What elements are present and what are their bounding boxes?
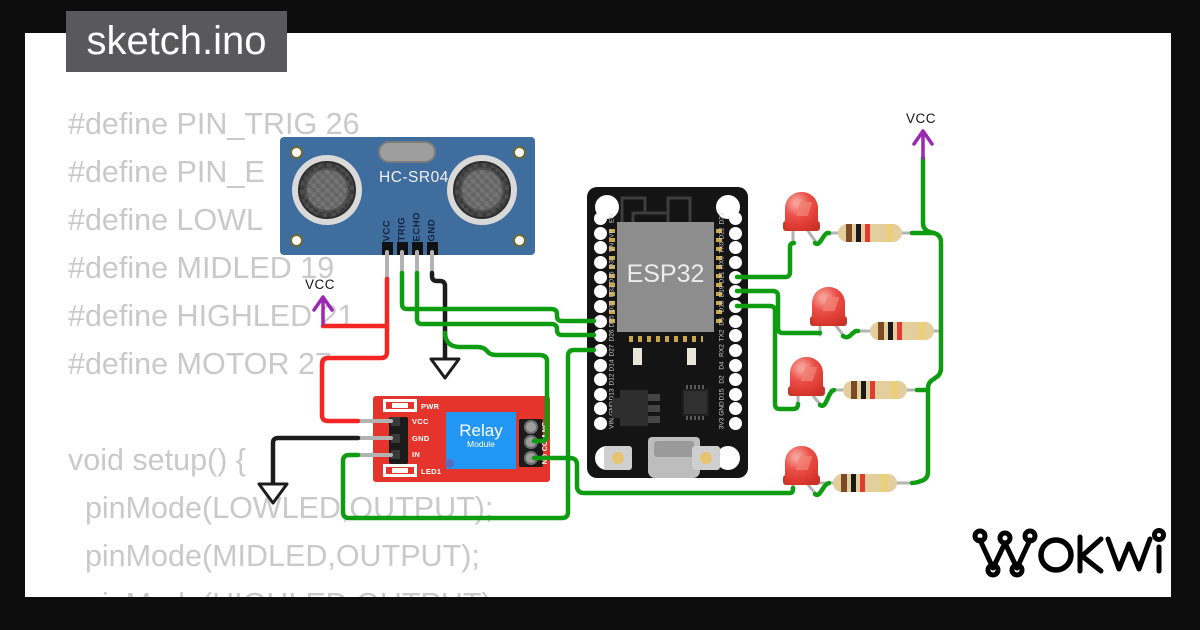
esp32-chip-label: ESP32 (626, 260, 705, 288)
esp32-pin-d15[interactable] (728, 387, 742, 401)
vcc-label-left: VCC (305, 277, 336, 292)
esp32-pin-d21[interactable] (728, 270, 742, 284)
frame-right (1171, 0, 1200, 630)
power-led (383, 399, 417, 412)
usb-uart-chip (682, 385, 709, 420)
esp32-pin-d18[interactable] (728, 299, 742, 313)
esp32-pin-d27[interactable] (593, 343, 607, 357)
mount-hole (290, 234, 303, 247)
esp32-pin-d26[interactable] (593, 328, 607, 342)
pin-slot (391, 450, 400, 459)
esp32-pin-3v3[interactable] (728, 416, 742, 430)
esp32-pin-d34[interactable] (593, 255, 607, 269)
pin-slot (391, 417, 400, 426)
module-pin (633, 348, 642, 365)
relay-indicator-dot (445, 459, 454, 468)
resistor4[interactable] (833, 474, 897, 492)
regulator-leg (648, 394, 660, 401)
esp32-pin-d4[interactable] (728, 358, 742, 372)
code-line: #define LOWL (68, 203, 263, 237)
terminal-label-no: NO (542, 453, 549, 465)
voltage-regulator (620, 390, 648, 426)
led2[interactable] (812, 287, 845, 326)
esp32-pin-tx0[interactable] (728, 240, 742, 254)
frame-left (0, 0, 25, 630)
esp32-pin-d2[interactable] (728, 372, 742, 386)
relay-pwr-label: PWR (421, 402, 440, 411)
esp32-pin-d14[interactable] (593, 358, 607, 372)
sensor-title: HC-SR04 (379, 169, 449, 186)
crystal-oscillator (378, 141, 436, 163)
terminal-com[interactable] (524, 435, 538, 449)
esp32-pin-gnd[interactable] (728, 401, 742, 415)
esp32-module: ESP32 (617, 222, 714, 332)
terminal-no[interactable] (524, 451, 538, 465)
esp32-pin-d19[interactable] (728, 284, 742, 298)
led4[interactable] (785, 446, 818, 485)
esp32-pin-rx2[interactable] (728, 343, 742, 357)
ultrasonic-transducer-left (292, 155, 362, 225)
resistor3[interactable] (843, 381, 907, 399)
sketch-filename: sketch.ino (86, 19, 267, 63)
esp32-pin-en[interactable] (593, 211, 607, 225)
esp32-pin-d13[interactable] (593, 387, 607, 401)
esp32-pin-vp[interactable] (593, 226, 607, 240)
relay-led1 (383, 464, 417, 477)
terminal-nc[interactable] (524, 420, 538, 434)
led1[interactable] (785, 192, 818, 231)
esp32-pin-d12[interactable] (593, 372, 607, 386)
pin-slot (391, 434, 400, 443)
vcc-label-right: VCC (906, 111, 937, 126)
sensor-pin-trig[interactable] (397, 242, 408, 255)
relay-gnd-label: GND (412, 434, 430, 443)
mount-hole (513, 146, 526, 159)
resistor1[interactable] (838, 224, 902, 242)
mount-hole (290, 146, 303, 159)
esp32-pin-d22[interactable] (728, 226, 742, 240)
esp32-pin-vin[interactable] (593, 416, 607, 430)
relay-module-subtitle: Module (467, 439, 495, 449)
regulator-leg (648, 416, 660, 423)
esp32-pin-rx0[interactable] (728, 255, 742, 269)
led3[interactable] (790, 357, 823, 396)
esp32-pin-tx2[interactable] (728, 328, 742, 342)
resistor2[interactable] (870, 322, 934, 340)
relay-module-title: Relay (459, 421, 503, 440)
esp32-pin-vn[interactable] (593, 240, 607, 254)
frame-bottom (0, 597, 1200, 630)
sensor-pin-gnd[interactable] (427, 242, 438, 255)
wokwi-logo (972, 528, 1166, 578)
ultrasonic-transducer-right (447, 155, 517, 225)
esp32-pin-d32[interactable] (593, 284, 607, 298)
voltage-regulator (612, 398, 620, 418)
module-pin (687, 348, 696, 365)
module-pads (629, 336, 703, 342)
relay-led1-label: LED1 (421, 467, 442, 476)
regulator-leg (648, 405, 660, 412)
code-line: #define PIN_E (68, 155, 265, 189)
relay-module-body: Relay Module (446, 412, 516, 469)
reset-button[interactable] (692, 446, 720, 470)
code-line: pinMode(MIDLED,OUTPUT); (68, 539, 480, 573)
mount-hole (513, 234, 526, 247)
relay-in-label: IN (412, 450, 421, 459)
code-line: void setup() { (68, 443, 247, 477)
code-line: #define PIN_TRIG 26 (68, 107, 360, 141)
esp32-pin-d35[interactable] (593, 270, 607, 284)
esp32-pin-d23[interactable] (728, 211, 742, 225)
esp32-pin-d25[interactable] (593, 314, 607, 328)
sensor-pin-echo[interactable] (412, 242, 423, 255)
module-pads (609, 229, 615, 327)
esp32-pin-gnd[interactable] (593, 401, 607, 415)
esp32-pin-d5[interactable] (728, 314, 742, 328)
module-pads (716, 229, 722, 327)
sensor-pin-vcc[interactable] (382, 242, 393, 255)
esp32-pin-d33[interactable] (593, 299, 607, 313)
boot-button[interactable] (604, 446, 632, 470)
sketch-filename-tab: sketch.ino (66, 11, 287, 72)
esp32-pin-label: 3V3 (718, 417, 726, 429)
relay-vcc-label: VCC (412, 417, 429, 426)
code-line: #define MIDLED 19 (68, 251, 335, 285)
